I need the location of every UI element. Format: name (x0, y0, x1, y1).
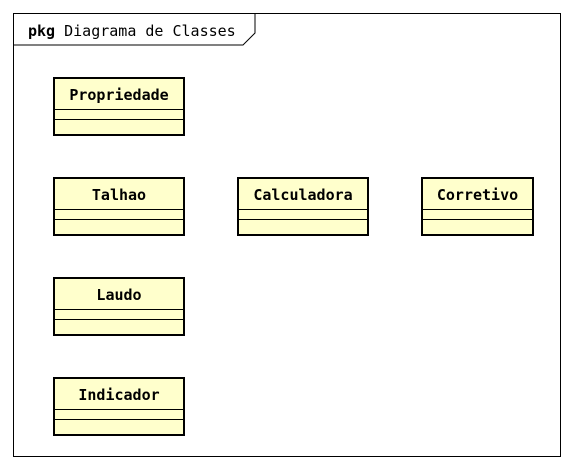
class-name: Corretivo (423, 179, 532, 210)
class-operations (55, 320, 183, 329)
class-attributes (423, 210, 532, 220)
class-indicador[interactable]: Indicador (53, 377, 185, 436)
class-operations (423, 220, 532, 229)
frame-name: Diagrama de Classes (64, 22, 236, 40)
class-attributes (55, 410, 183, 420)
class-propriedade[interactable]: Propriedade (53, 77, 185, 136)
class-name: Calculadora (239, 179, 367, 210)
package-frame-tab: pkg Diagrama de Classes (14, 14, 257, 46)
class-attributes (239, 210, 367, 220)
class-talhao[interactable]: Talhao (53, 177, 185, 236)
package-frame: pkg Diagrama de Classes (13, 13, 561, 457)
frame-tab-outline (14, 14, 256, 46)
class-calculadora[interactable]: Calculadora (237, 177, 369, 236)
class-operations (55, 420, 183, 429)
class-name: Indicador (55, 379, 183, 410)
package-frame-title: pkg Diagrama de Classes (28, 22, 236, 40)
class-operations (55, 120, 183, 129)
class-name: Talhao (55, 179, 183, 210)
class-laudo[interactable]: Laudo (53, 277, 185, 336)
class-name: Laudo (55, 279, 183, 310)
class-operations (239, 220, 367, 229)
class-attributes (55, 310, 183, 320)
class-corretivo[interactable]: Corretivo (421, 177, 534, 236)
class-operations (55, 220, 183, 229)
class-name: Propriedade (55, 79, 183, 110)
class-attributes (55, 110, 183, 120)
class-attributes (55, 210, 183, 220)
frame-keyword: pkg (28, 22, 56, 40)
